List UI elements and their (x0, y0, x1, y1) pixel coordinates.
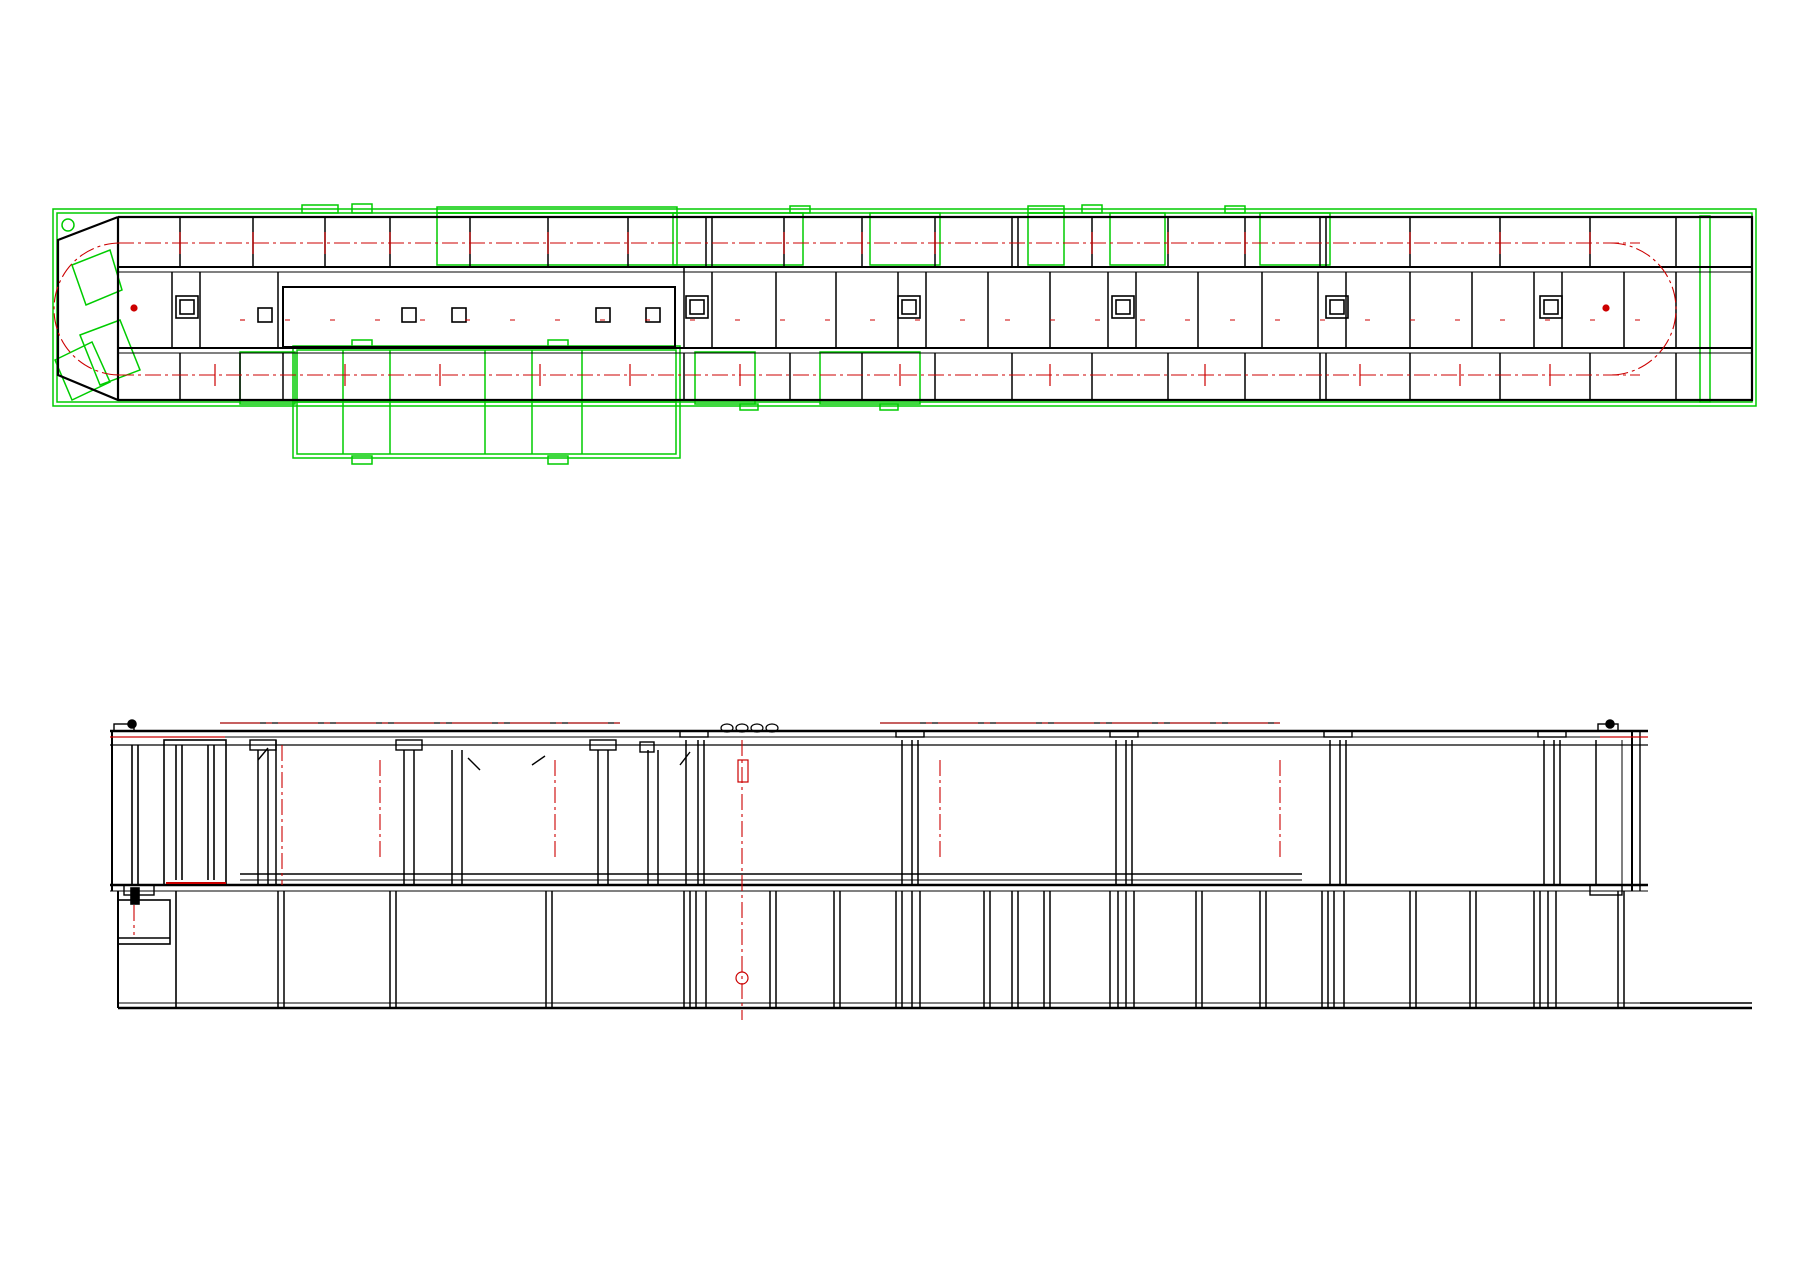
elevation-red-marks (110, 736, 1648, 985)
elevation-black-frame (110, 719, 1752, 1010)
side-elevation (110, 719, 1752, 1020)
elevation-centerlines (133, 722, 1281, 1020)
plan-view (52, 203, 1757, 465)
plan-center-marks (130, 232, 1610, 386)
plan-centerlines (53, 242, 1677, 376)
plan-black-frame (56, 215, 1754, 402)
